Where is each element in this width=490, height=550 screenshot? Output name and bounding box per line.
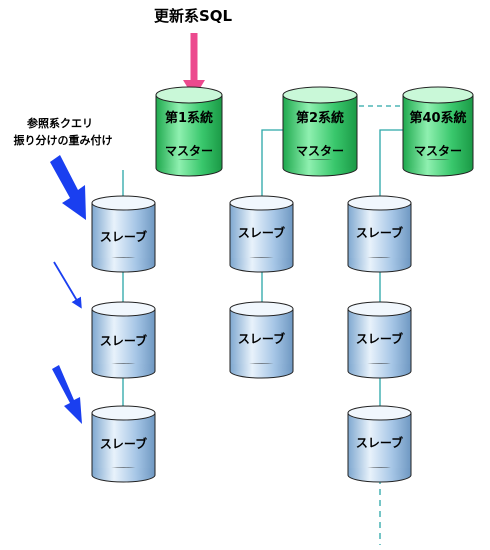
slave-col3-3: スレーブ xyxy=(347,405,412,483)
slave-col2-2: スレーブ xyxy=(229,301,294,379)
master-1-title: 第1系統 xyxy=(165,110,213,126)
master-1: 第1系統 マスター xyxy=(155,86,223,177)
master-40-title: 第40系統 xyxy=(409,110,466,126)
slave-label: スレーブ xyxy=(238,331,285,346)
master-40-role: マスター xyxy=(414,144,462,158)
master-40: 第40系統 マスター xyxy=(402,86,474,177)
slave-label: スレーブ xyxy=(100,333,147,348)
slave-col3-2: スレーブ xyxy=(347,301,412,379)
master-1-role: マスター xyxy=(165,144,213,158)
slave-col1-3: スレーブ xyxy=(91,405,156,483)
read-query-label-line1: 参照系クエリ xyxy=(27,116,93,130)
master-2-title: 第2系統 xyxy=(296,110,344,126)
slave-label: スレーブ xyxy=(356,435,403,450)
slave-col1-1: スレーブ xyxy=(91,195,156,273)
line-m40-s1 xyxy=(379,129,412,202)
master-2: 第2系統 マスター xyxy=(282,86,358,177)
update-sql-label: 更新系SQL xyxy=(154,7,233,25)
slave-col2-1: スレーブ xyxy=(229,195,294,273)
master-2-role: マスター xyxy=(296,144,344,158)
weight-arrow-heavy xyxy=(50,155,86,220)
slave-label: スレーブ xyxy=(100,436,147,451)
weight-arrow-light xyxy=(53,261,82,309)
slave-col3-1: スレーブ xyxy=(347,195,412,273)
slave-label: スレーブ xyxy=(356,331,403,346)
read-query-label-line2: 振り分けの重み付け xyxy=(14,133,113,147)
slave-label: スレーブ xyxy=(100,229,147,244)
weight-arrow-medium xyxy=(52,365,82,424)
line-m2-s1 xyxy=(261,129,292,202)
slave-label: スレーブ xyxy=(356,225,403,240)
connection-lines xyxy=(122,105,412,545)
slave-label: スレーブ xyxy=(238,225,285,240)
slave-col1-2: スレーブ xyxy=(91,301,156,379)
